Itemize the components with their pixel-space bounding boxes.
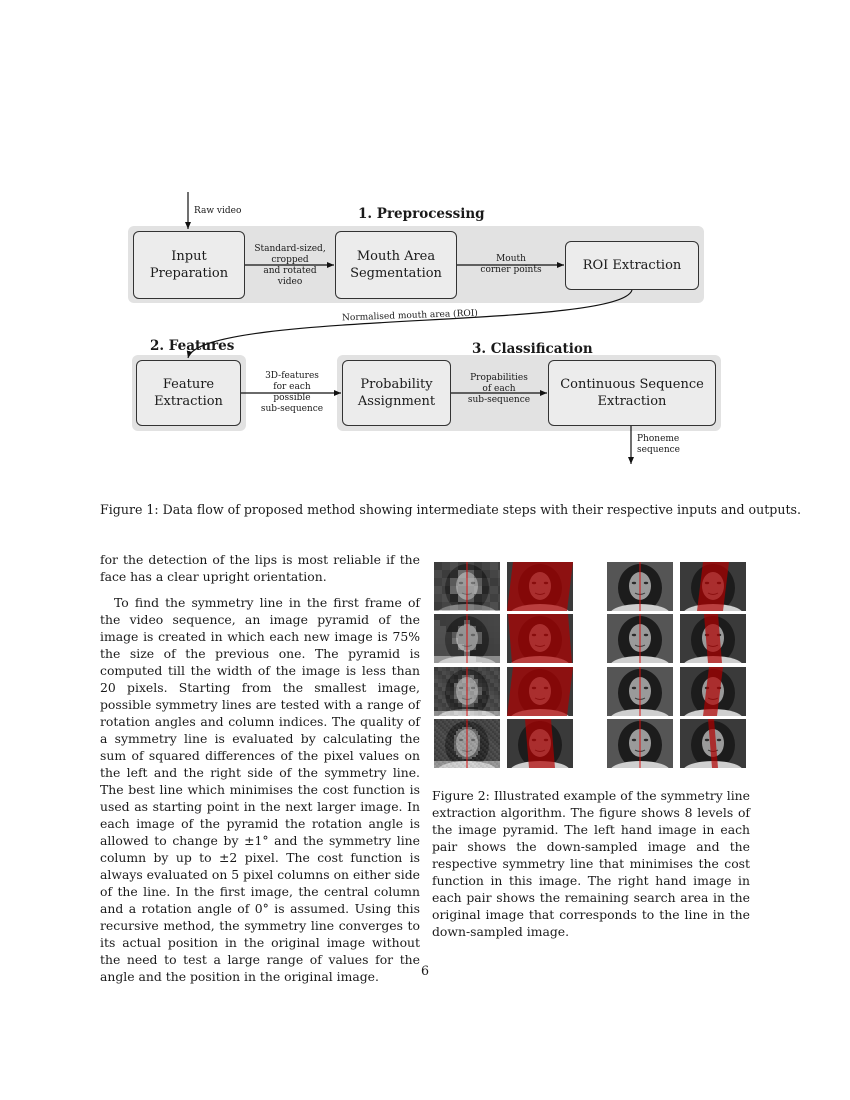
input-preparation-box: Input Preparation — [133, 231, 245, 299]
search-area-face-graphic — [680, 719, 746, 768]
figure-2-image-grid — [434, 562, 754, 768]
search-area-image — [680, 667, 746, 716]
pyramid-downsampled-image — [434, 562, 500, 611]
mouth-area-segmentation-label: Mouth Area Segmentation — [350, 249, 442, 281]
pyramid-downsampled-image — [607, 562, 673, 611]
input-preparation-label: Input Preparation — [149, 249, 229, 281]
search-area-band — [525, 719, 555, 768]
search-area-band — [508, 614, 572, 663]
search-area-face-graphic — [680, 562, 746, 611]
continuous-sequence-extraction-label: Continuous Sequence Extraction — [560, 377, 704, 409]
search-area-image — [507, 719, 573, 768]
feature-extraction-label: Feature Extraction — [154, 377, 223, 409]
search-area-image — [507, 614, 573, 663]
pyramid-downsampled-image — [434, 667, 500, 716]
downsampled-face-graphic — [434, 667, 500, 716]
roi-to-features-arrow — [186, 289, 633, 359]
search-area-face-graphic — [507, 614, 573, 663]
phoneme-sequence-label: Phoneme sequence — [637, 434, 680, 455]
figure-2-caption: Figure 2: Illustrated example of the sym… — [432, 788, 750, 939]
paragraph-1: for the detection of the lips is most re… — [100, 552, 420, 584]
paragraph-2: To find the symmetry line in the first f… — [100, 595, 420, 984]
search-area-face-graphic — [507, 562, 573, 611]
search-area-face-graphic — [507, 719, 573, 768]
search-area-band — [507, 667, 573, 716]
downsampled-face-graphic — [434, 614, 500, 663]
search-area-image — [680, 719, 746, 768]
pyramid-downsampled-image — [607, 667, 673, 716]
search-area-face-graphic — [507, 667, 573, 716]
raw-video-label: Raw video — [194, 206, 242, 216]
search-area-image — [507, 562, 573, 611]
roi-extraction-label: ROI Extraction — [582, 258, 682, 273]
preprocessing-title: 1. Preprocessing — [358, 206, 485, 222]
continuous-sequence-extraction-box: Continuous Sequence Extraction — [548, 360, 716, 426]
search-area-image — [680, 562, 746, 611]
downsampled-face-graphic — [434, 719, 500, 768]
downsampled-face-graphic — [607, 719, 673, 768]
search-area-band — [507, 562, 573, 611]
classification-title: 3. Classification — [472, 341, 593, 357]
pyramid-downsampled-image — [434, 719, 500, 768]
search-area-band — [703, 667, 723, 716]
downsampled-face-graphic — [607, 562, 673, 611]
downsampled-face-graphic — [607, 614, 673, 663]
search-area-band — [708, 719, 718, 768]
figure-1-diagram: 1. Preprocessing 2. Features 3. Classifi… — [0, 0, 850, 480]
pyramid-downsampled-image — [607, 614, 673, 663]
propabilities-label: Propabilities of each sub-sequence — [467, 373, 531, 405]
feature-extraction-box: Feature Extraction — [136, 360, 241, 426]
roi-extraction-box: ROI Extraction — [565, 241, 699, 290]
standard-sized-video-label: Standard-sized, cropped and rotated vide… — [254, 244, 326, 287]
diagram-arrows — [185, 192, 634, 464]
search-area-band — [704, 614, 722, 663]
search-area-image — [680, 614, 746, 663]
search-area-face-graphic — [680, 614, 746, 663]
pyramid-downsampled-image — [434, 614, 500, 663]
probability-assignment-box: Probability Assignment — [342, 360, 451, 426]
probability-assignment-label: Probability Assignment — [357, 377, 436, 409]
mouth-corner-points-label: Mouth corner points — [480, 254, 542, 275]
search-area-image — [507, 667, 573, 716]
pyramid-downsampled-image — [607, 719, 673, 768]
body-text-column: for the detection of the lips is most re… — [100, 551, 420, 985]
downsampled-face-graphic — [434, 562, 500, 611]
search-area-face-graphic — [680, 667, 746, 716]
figure-1-caption: Figure 1: Data flow of proposed method s… — [100, 502, 801, 517]
page-number: 6 — [420, 963, 429, 978]
downsampled-face-graphic — [607, 667, 673, 716]
search-area-band — [697, 562, 729, 611]
mouth-area-segmentation-box: Mouth Area Segmentation — [335, 231, 457, 299]
3d-features-label: 3D-features for each possible sub-sequen… — [260, 371, 324, 414]
